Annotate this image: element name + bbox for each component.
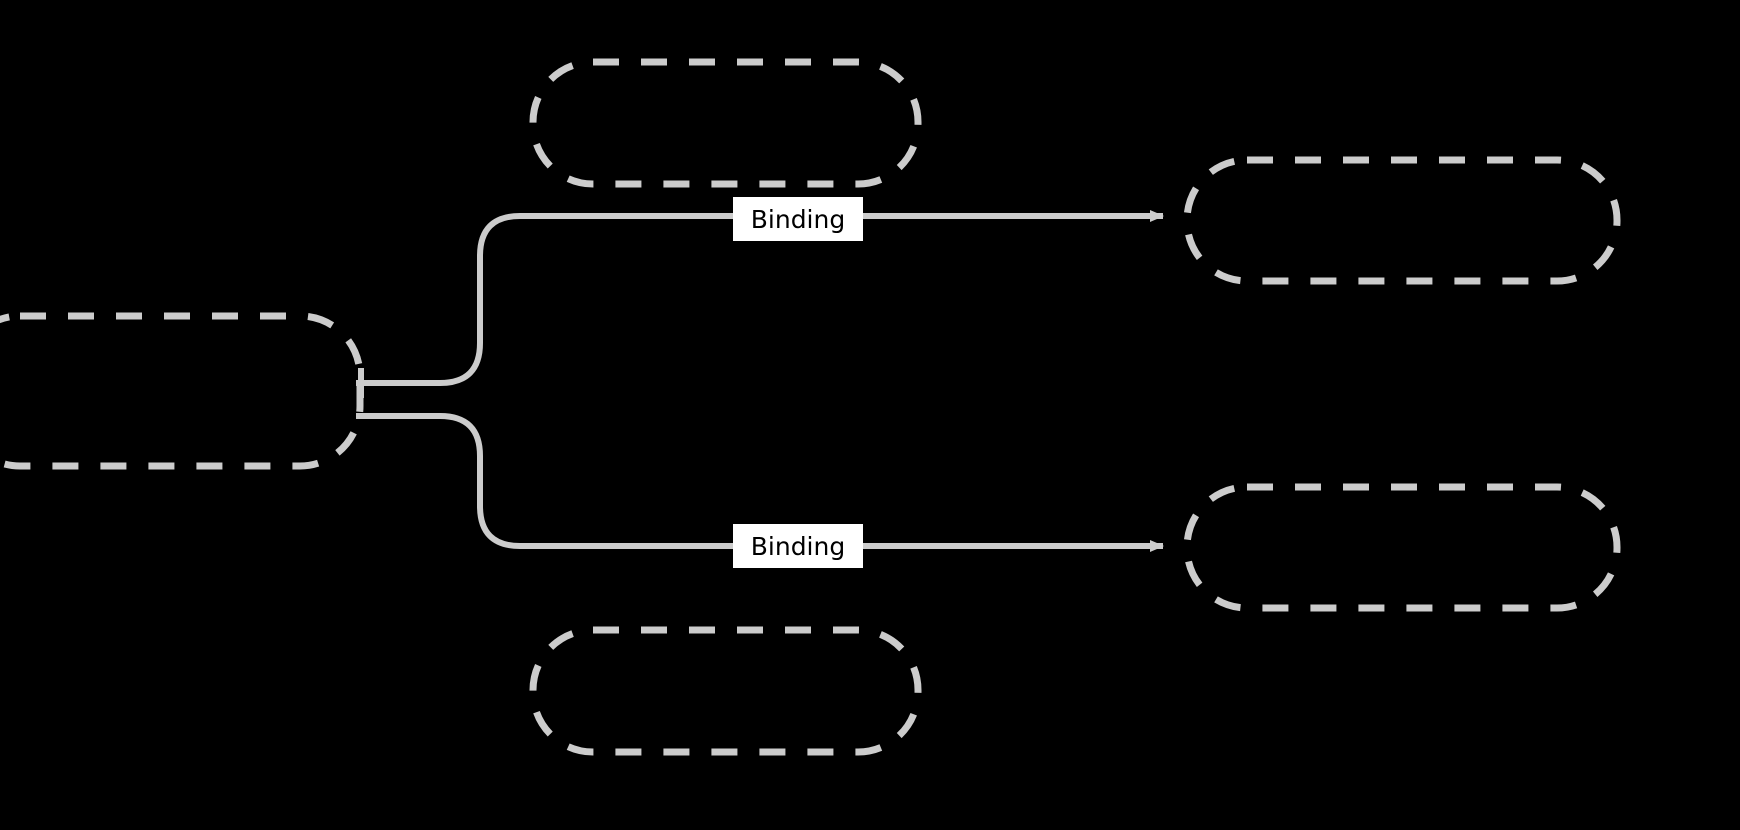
connector-source-bar-terminal	[358, 368, 364, 398]
top-center-part[interactable]	[529, 58, 922, 188]
binding-connector-top[interactable]	[356, 210, 1164, 386]
binding-connector-bottom[interactable]	[356, 413, 1164, 552]
binding-connector-bottom-label[interactable]: Binding	[733, 524, 863, 568]
bottom-right-part[interactable]	[1183, 483, 1621, 612]
terminals-layer	[358, 368, 364, 398]
nodes-layer	[0, 58, 1621, 756]
source-part[interactable]	[0, 312, 364, 470]
binding-connector-top-label[interactable]: Binding	[733, 197, 863, 241]
connectors-layer	[356, 210, 1164, 552]
bottom-center-part[interactable]	[529, 626, 922, 756]
top-right-part[interactable]	[1183, 156, 1621, 285]
